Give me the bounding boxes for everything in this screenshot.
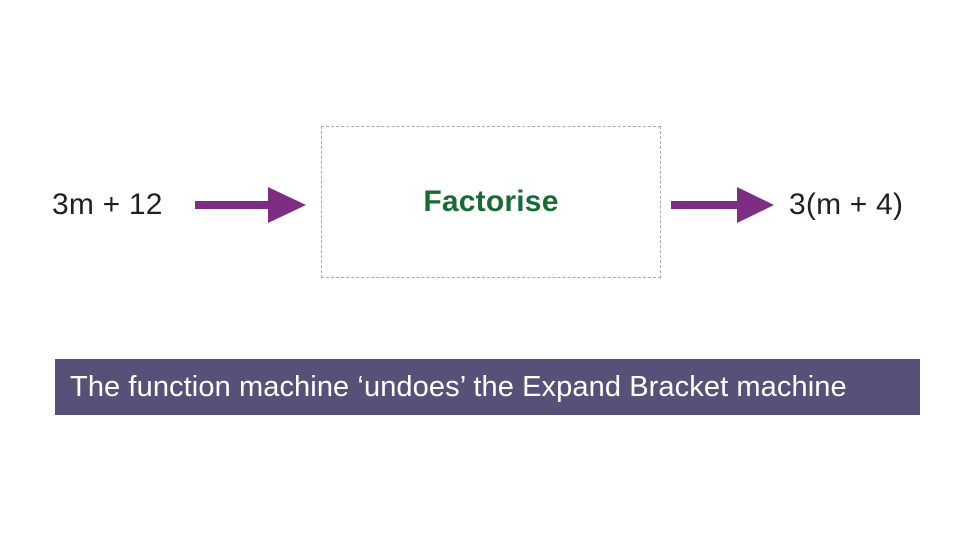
output-arrow-icon xyxy=(671,187,774,223)
output-expression: 3(m + 4) xyxy=(789,188,904,221)
input-expression: 3m + 12 xyxy=(52,188,163,221)
machine-operation-label: Factorise xyxy=(423,185,559,218)
function-machine-box: Factorise xyxy=(321,126,661,278)
caption-banner: The function machine ‘undoes’ the Expand… xyxy=(55,359,920,415)
input-arrow-icon xyxy=(195,187,306,223)
caption-text: The function machine ‘undoes’ the Expand… xyxy=(70,370,847,403)
